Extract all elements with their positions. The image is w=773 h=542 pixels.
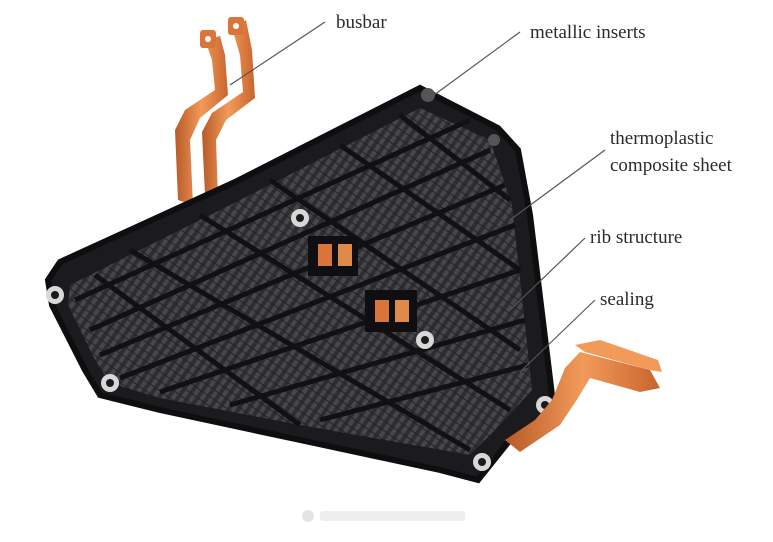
- busbar-bottom: [505, 340, 662, 452]
- label-rib-structure: rib structure: [590, 227, 683, 248]
- watermark-icon: [302, 510, 465, 522]
- label-composite-sheet: composite sheet: [610, 155, 732, 176]
- tray-body: [44, 84, 556, 484]
- label-thermoplastic: thermoplastic: [610, 128, 714, 149]
- label-metallic-inserts: metallic inserts: [530, 22, 646, 43]
- busbar-top: [175, 17, 255, 205]
- washer-icon: [46, 88, 554, 471]
- connector-terminal-icon: [308, 236, 417, 332]
- rib-structure: [73, 113, 529, 453]
- label-busbar: busbar: [336, 12, 387, 33]
- label-sealing: sealing: [600, 289, 654, 310]
- leader-lines: [229, 21, 606, 373]
